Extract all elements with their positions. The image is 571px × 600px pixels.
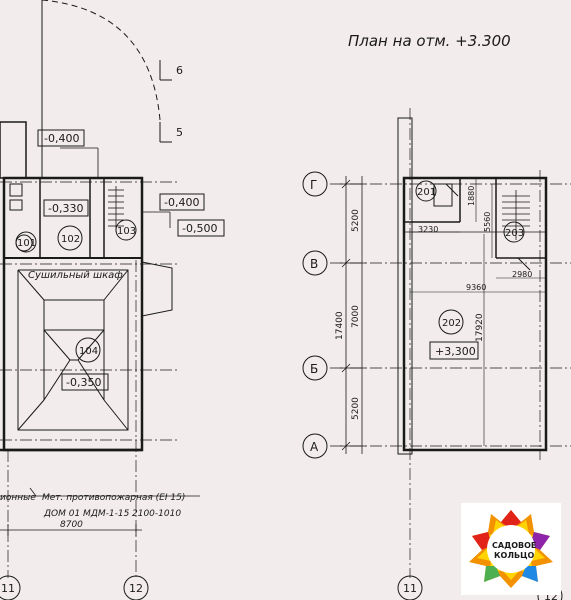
plan-title: План на отм. +3.300 xyxy=(348,32,511,50)
room-104-number: 104 xyxy=(79,346,98,357)
dim-9360: 9360 xyxy=(466,283,486,292)
row-axis-a: А xyxy=(310,440,319,454)
room-202-number: 202 xyxy=(442,318,461,329)
room-markers-left xyxy=(15,219,137,363)
row-axis-b: Б xyxy=(310,362,318,376)
logo-line-2: КОЛЬЦО xyxy=(494,551,535,560)
section-mark-6: 6 xyxy=(176,64,183,77)
elevation-101-area: -0,330 xyxy=(48,202,83,215)
room-102-number: 102 xyxy=(61,234,80,245)
room-201-number: 201 xyxy=(417,187,436,198)
elevation-top-left: -0,400 xyxy=(44,132,79,145)
room-203-number: 203 xyxy=(505,228,524,239)
door-label-cut: ионные xyxy=(0,493,36,503)
room-markers-right xyxy=(415,180,525,360)
section-mark-5: 5 xyxy=(176,126,183,139)
stair-203 xyxy=(502,190,530,240)
elevation-202: +3,300 xyxy=(435,345,476,358)
column-12-left: 12 xyxy=(129,582,143,595)
column-bubbles-left xyxy=(0,575,149,600)
dim-2980: 2980 xyxy=(512,270,532,279)
dim-5200-gv: 5200 xyxy=(351,209,361,232)
door-note-1: Мет. противопожарная (EI 15) xyxy=(42,493,185,503)
elevation-104: -0,350 xyxy=(66,376,101,389)
door-note-2: ДОМ 01 МДМ-1-15 xyxy=(43,509,130,519)
dimension-8700: 8700 xyxy=(60,520,83,530)
column-11-left: 11 xyxy=(1,582,15,595)
room-103-number: 103 xyxy=(117,226,136,237)
dim-5200-ba: 5200 xyxy=(351,397,361,420)
row-axis-g: Г xyxy=(310,178,317,192)
door-swing-arc xyxy=(41,0,161,121)
left-plan xyxy=(0,0,200,578)
door-note-3: 2100-1010 xyxy=(132,509,181,519)
sadovoe-koltso-logo: САДОВОЕ КОЛЬЦО xyxy=(461,503,561,595)
elevation-right-a: -0,400 xyxy=(164,196,199,209)
row-axis-v: В xyxy=(310,257,318,271)
stair-103 xyxy=(108,186,124,232)
column-11-right: 11 xyxy=(403,582,417,595)
logo-line-1: САДОВОЕ xyxy=(492,541,536,550)
row-bubbles xyxy=(302,171,328,459)
room-101-number: 101 xyxy=(17,238,36,249)
drying-cabinet-label: Сушильный шкаф xyxy=(28,270,123,281)
right-plan xyxy=(330,108,571,578)
elevation-boxes-left xyxy=(37,129,225,391)
dim-5560: 5560 xyxy=(483,212,492,232)
elevation-right-b: -0,500 xyxy=(182,222,217,235)
dim-7000-vb: 7000 xyxy=(351,305,361,328)
dim-1880: 1880 xyxy=(467,186,476,206)
dim-17400-total: 17400 xyxy=(335,311,345,340)
logo-tree-icon xyxy=(469,510,553,588)
dim-3230: 3230 xyxy=(418,225,438,234)
dim-17920: 17920 xyxy=(475,313,485,342)
roof-outline xyxy=(17,261,173,431)
